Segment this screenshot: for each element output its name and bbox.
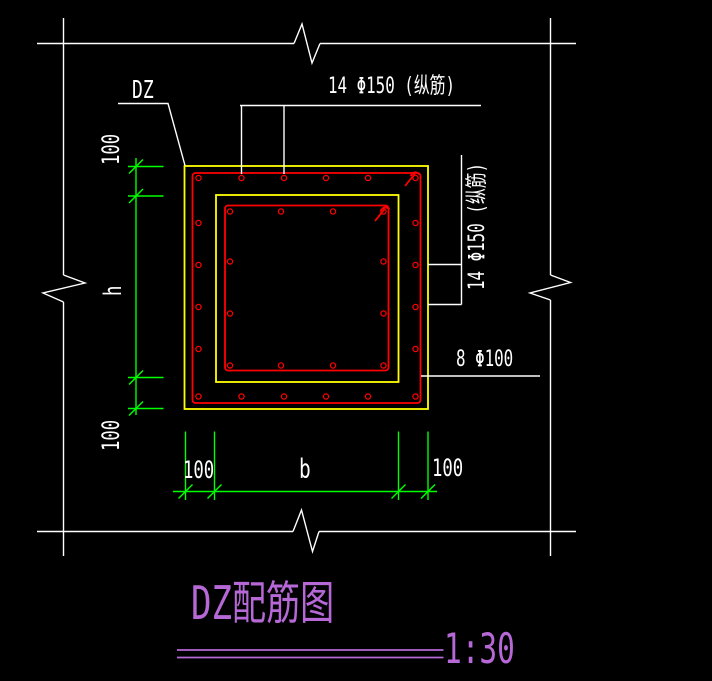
rebar-dot: [380, 310, 387, 317]
rebar-dot: [322, 174, 330, 182]
dim-bottom-left: 100: [183, 456, 215, 484]
rebar-dot: [412, 345, 419, 353]
rebar-dot: [195, 219, 202, 227]
top-rebar-label: 14 Φ150 (纵筋): [328, 74, 456, 99]
rebar-dot: [195, 174, 202, 182]
stirrup-label: 8 Φ100: [456, 347, 514, 372]
tick: [128, 401, 144, 416]
rebar-dot: [195, 303, 202, 311]
stirrups: [191, 171, 422, 404]
tick: [420, 484, 436, 499]
title-underline: [177, 649, 444, 659]
tick: [128, 188, 144, 204]
rebar-dot: [226, 258, 234, 265]
rebar-dot: [195, 393, 202, 400]
rebar-dot: [280, 393, 288, 400]
break-symbol-bottom: [292, 507, 320, 554]
rebar-dot: [412, 303, 419, 311]
rebar-dot: [277, 362, 285, 369]
rebar-dot: [238, 393, 245, 400]
rebar-dot: [322, 393, 330, 400]
rebar-dot: [380, 208, 387, 215]
column-outer-outline: [183, 165, 429, 410]
rebar-dot: [280, 174, 288, 182]
dim-bottom-width: b: [299, 454, 311, 485]
rebar-dot: [412, 174, 419, 182]
concrete-outlines: [183, 165, 429, 410]
rebar-dot: [364, 393, 372, 400]
rebar-dot: [412, 261, 419, 269]
grid-lines: [37, 18, 576, 556]
dim-left-height: h: [99, 285, 127, 296]
rebar-dot: [238, 174, 245, 182]
break-symbol-left: [40, 274, 88, 303]
rebar-dot: [277, 208, 285, 215]
tick: [178, 484, 193, 499]
rebar-dot: [226, 362, 234, 369]
dimension-lines: [128, 158, 437, 500]
right-rebar-label: 14 Φ150 (纵筋): [465, 162, 490, 290]
tick: [391, 484, 406, 499]
rebar-dot: [380, 258, 387, 265]
break-symbol-top: [293, 21, 321, 66]
drawing-title: DZ配筋图: [191, 576, 335, 630]
dz-leader: [118, 102, 186, 166]
column-inner-outline: [215, 194, 400, 383]
stirrup-outer: [191, 172, 422, 404]
dz-label: DZ: [132, 75, 154, 104]
drawing-scale: 1:30: [444, 624, 515, 673]
rebar-dot: [195, 345, 202, 353]
rebar-dot: [380, 362, 387, 369]
dim-left-bottom: 100: [97, 419, 125, 451]
rebar-dot: [195, 261, 202, 269]
dim-left-top: 100: [97, 133, 125, 165]
tick: [128, 370, 144, 385]
break-symbol-right: [527, 274, 573, 301]
rebar-dots: [195, 174, 419, 400]
dim-bottom-right: 100: [432, 454, 464, 482]
rebar-dot: [226, 310, 234, 317]
rebar-dot: [364, 174, 372, 182]
tick: [128, 159, 144, 174]
rebar-dot: [226, 208, 234, 215]
rebar-dot: [412, 219, 419, 227]
leader-lines: [118, 102, 540, 377]
stirrup-inner: [224, 204, 390, 372]
tick: [207, 484, 222, 499]
rebar-dot: [412, 393, 419, 400]
rebar-dot: [329, 208, 337, 215]
rebar-dot: [329, 362, 337, 369]
